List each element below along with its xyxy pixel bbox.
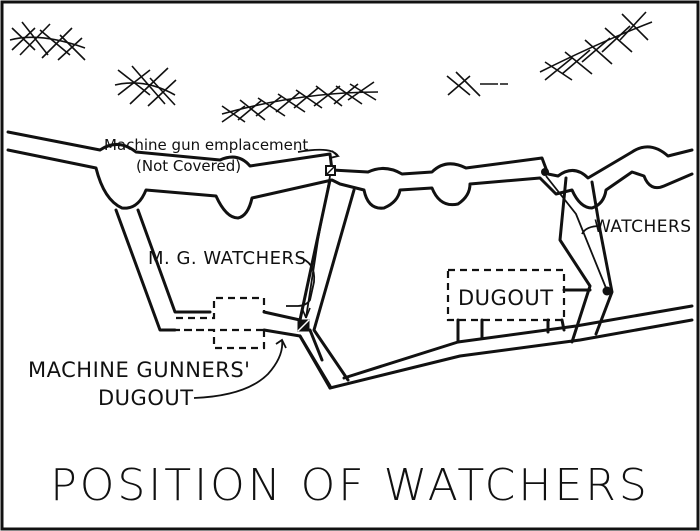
watchers-label: WATCHERS xyxy=(594,217,692,237)
wire-group-1 xyxy=(9,21,86,61)
mg-dugout-label-line2: DUGOUT xyxy=(98,386,194,410)
wire-group-2 xyxy=(114,65,177,107)
mg-watch-line xyxy=(305,175,331,319)
mg-emplacement-label: Machine gun emplacement xyxy=(104,136,308,154)
watchers-line xyxy=(545,175,607,289)
machine-gunners-dugout xyxy=(176,296,266,350)
wire-group-4 xyxy=(446,71,508,97)
not-covered-label: (Not Covered) xyxy=(136,157,241,175)
watchers-pointer xyxy=(581,225,601,235)
wire-group-3 xyxy=(221,81,379,123)
mg-dugout-label-line1: MACHINE GUNNERS' xyxy=(28,358,250,382)
mg-watchers-pointer xyxy=(286,256,316,307)
dugout-box xyxy=(446,268,566,322)
dugout-label: DUGOUT xyxy=(458,286,554,310)
mg-watchers-label: M. G. WATCHERS xyxy=(148,248,306,269)
watcher-dot-rear xyxy=(602,286,612,296)
barbed-wire-entanglements xyxy=(9,11,653,123)
communication-trenches xyxy=(114,176,694,390)
diagram-title: POSITION OF WATCHERS xyxy=(50,460,650,511)
watcher-dot-front xyxy=(541,168,549,176)
mg-dugout-pointer xyxy=(193,338,287,399)
mg-emplacement-pointer xyxy=(297,148,340,159)
wire-group-5 xyxy=(539,11,653,81)
fire-trench-front-wall xyxy=(6,130,694,180)
